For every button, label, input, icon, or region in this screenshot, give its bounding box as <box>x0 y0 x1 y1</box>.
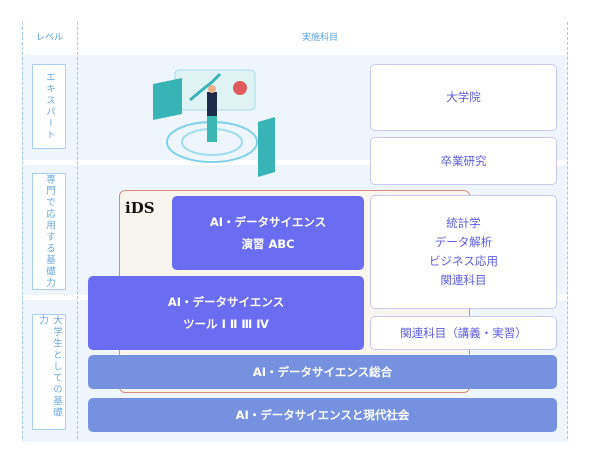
course-general: AI・データサイエンス総合 <box>88 355 557 389</box>
applied-subjects-box: 統計学 データ解析 ビジネス応用 関連科目 <box>370 195 557 309</box>
ids-logo: iDS <box>125 199 155 217</box>
divider <box>77 22 78 439</box>
course-title: AI・データサイエンス <box>209 215 327 229</box>
divider <box>22 22 23 439</box>
course-title: AI・データサイエンス <box>167 295 285 309</box>
course-subtitle: 演習 ABC <box>241 237 295 251</box>
subject-related: 関連科目 <box>440 273 487 287</box>
level-basic: 大学生としての基礎力 <box>32 314 66 430</box>
graduation-research-box: 卒業研究 <box>370 137 557 185</box>
level-header: レベル <box>36 33 64 43</box>
data-scientist-illustration <box>153 69 275 177</box>
level-specialist: 専門で応用する基礎力 <box>32 173 66 290</box>
course-subtitle: ツール Ⅰ Ⅱ Ⅲ Ⅳ <box>183 317 269 331</box>
related-lecture-box: 関連科目（講義・実習） <box>370 316 557 350</box>
graduate-school-box: 大学院 <box>370 64 557 131</box>
course-practice: AI・データサイエンス 演習 ABC <box>172 196 364 270</box>
course-society: AI・データサイエンスと現代社会 <box>88 398 557 432</box>
subject-statistics: 統計学 <box>446 216 481 230</box>
level-expert: エキスパート <box>32 64 66 149</box>
subject-business: ビジネス応用 <box>429 254 498 268</box>
subjects-header: 実施科目 <box>302 33 339 43</box>
subject-data-analysis: データ解析 <box>434 235 493 249</box>
divider <box>567 22 568 439</box>
course-tools: AI・データサイエンス ツール Ⅰ Ⅱ Ⅲ Ⅳ <box>88 276 364 350</box>
